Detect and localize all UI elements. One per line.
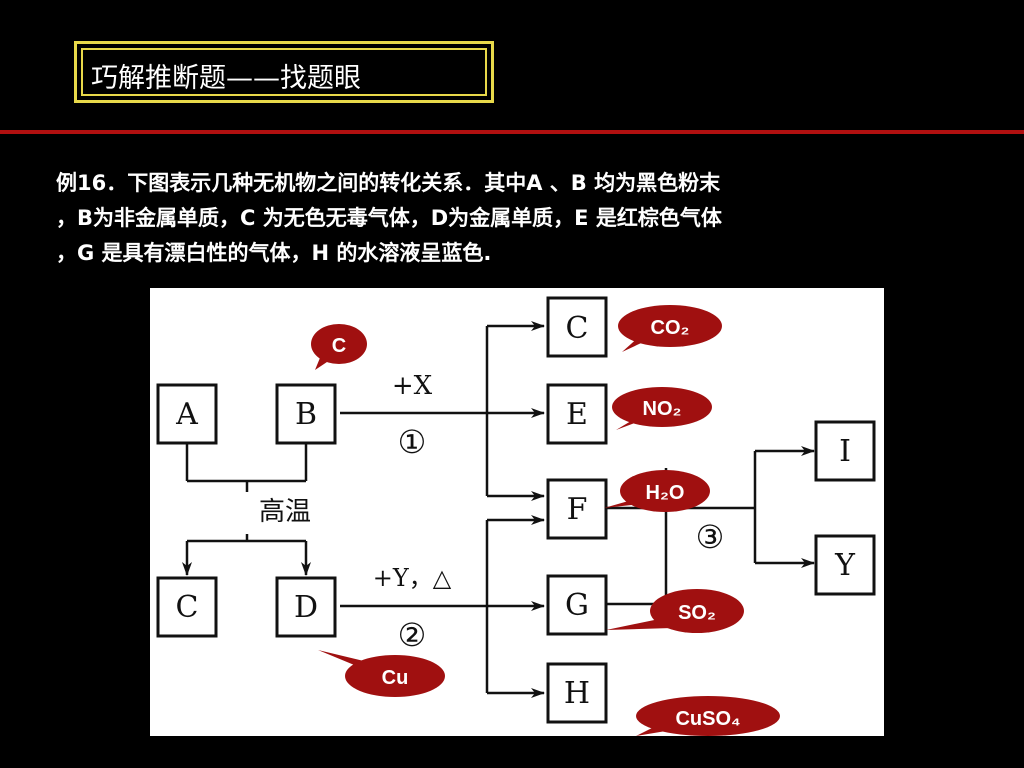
problem-statement: 例16．下图表示几种无机物之间的转化关系．其中A 、B 均为黑色粉末 ，B为非金… <box>56 166 976 271</box>
problem-line-1: 例16．下图表示几种无机物之间的转化关系．其中A 、B 均为黑色粉末 <box>56 171 721 195</box>
box-a <box>156 383 218 445</box>
reaction-diagram: A B C D C E F G H I Y +X ① 高温 +Y，△ ② ③ <box>150 288 884 736</box>
callout-g: SO₂ <box>606 589 744 633</box>
box-y <box>814 534 876 596</box>
svg-text:CuSO₄: CuSO₄ <box>675 708 740 730</box>
callout-h: CuSO₄ <box>636 696 780 736</box>
box-d <box>275 576 337 638</box>
box-h <box>546 662 608 724</box>
reagent-y-label: +Y，△ <box>373 564 452 592</box>
diagram-canvas: A B C D C E F G H I Y +X ① 高温 +Y，△ ② ③ <box>156 296 876 736</box>
callout-e: NO₂ <box>612 387 712 430</box>
box-g-label: G <box>565 588 589 623</box>
box-g <box>546 574 608 636</box>
box-y-label: Y <box>834 548 856 583</box>
box-h-label: H <box>564 676 590 711</box>
box-d-label: D <box>294 590 318 625</box>
callout-c: CO₂ <box>618 305 722 352</box>
step-3-label: ③ <box>696 518 725 556</box>
reagent-x-label: +X <box>392 371 433 401</box>
callout-f: H₂O <box>604 470 710 512</box>
step-2-label: ② <box>398 616 427 654</box>
svg-text:H₂O: H₂O <box>646 482 685 504</box>
box-f <box>546 478 608 540</box>
box-e-label: E <box>566 397 588 432</box>
box-b-label: B <box>295 397 317 432</box>
box-c-right <box>546 296 608 358</box>
svg-text:CO₂: CO₂ <box>651 317 690 339</box>
slide-title: 巧解推断题——找题眼 <box>91 63 361 94</box>
box-c-left <box>156 576 218 638</box>
box-a-label: A <box>175 397 198 432</box>
box-i <box>814 420 876 482</box>
box-f-label: F <box>567 492 588 527</box>
svg-text:SO₂: SO₂ <box>678 602 716 624</box>
title-divider <box>0 130 1024 134</box>
step-1-label: ① <box>398 423 427 461</box>
problem-line-2: ，B为非金属单质，C 为无色无毒气体，D为金属单质，E 是红棕色气体 <box>56 206 722 230</box>
callout-b: C <box>311 324 367 370</box>
svg-text:C: C <box>332 335 346 357</box>
box-c-right-label: C <box>566 311 589 346</box>
condition-high-temp-label: 高温 <box>259 497 311 527</box>
title-frame: 巧解推断题——找题眼 <box>74 41 494 103</box>
problem-line-3: ，G 是具有漂白性的气体，H 的水溶液呈蓝色. <box>56 241 492 265</box>
svg-text:Cu: Cu <box>382 667 409 689</box>
box-e <box>546 383 608 445</box>
box-c-left-label: C <box>176 590 199 625</box>
svg-text:NO₂: NO₂ <box>643 398 682 420</box>
box-b <box>275 383 337 445</box>
callout-d: Cu <box>318 650 445 697</box>
box-i-label: I <box>839 434 851 469</box>
